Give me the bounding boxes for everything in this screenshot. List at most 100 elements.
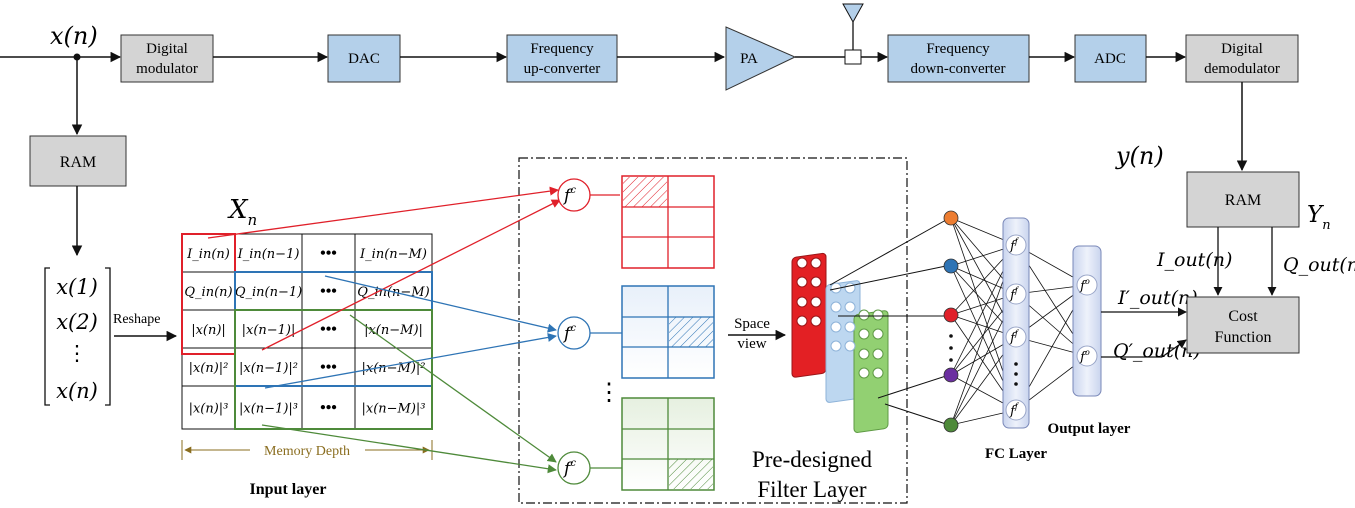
green-receptive-field — [234, 309, 433, 430]
block-dac: DAC — [327, 34, 401, 83]
feature-dot — [810, 257, 822, 269]
matrix-cell-text: |x(n−1)|³ — [239, 402, 298, 417]
feature-dot — [810, 296, 822, 308]
matrix-cell — [354, 347, 433, 387]
coupler — [844, 49, 862, 65]
cost-function-block: Cost Function — [1186, 296, 1300, 354]
matrix-cell-text: |x(n−M)|² — [361, 361, 425, 376]
fc-neuron-symbol: ff — [1009, 286, 1020, 303]
i-out-label: I_out(n) — [1156, 249, 1232, 271]
ellipsis-dot — [949, 346, 953, 350]
memory-depth: Memory Depth — [181, 440, 433, 460]
output-layer-label: Output layer — [1048, 421, 1131, 437]
ellipsis-dot — [1014, 372, 1018, 376]
svg-text:x(2): x(2) — [56, 310, 98, 334]
feature-dot — [872, 309, 884, 321]
matrix-cell-text: |x(n)|² — [189, 361, 229, 376]
fc-neuron-symbol: ff — [1009, 402, 1020, 419]
matrix-cell-text: ••• — [320, 321, 337, 338]
i-out-prime-label: I′_out(n) — [1117, 287, 1198, 309]
feature-dot — [830, 321, 842, 333]
feature-dot — [844, 282, 856, 294]
matrix-cell — [234, 347, 303, 387]
fc-neuron — [1005, 234, 1027, 256]
filter-layer: fc fc ⋮ fc — [207, 157, 908, 504]
svg-text:down-converter: down-converter — [911, 61, 1006, 77]
filter-symbol: fc — [562, 185, 576, 206]
fc-neuron-symbol: ff — [1009, 237, 1020, 254]
fc-neuron-symbol: ff — [1009, 329, 1020, 346]
feature-dot — [872, 367, 884, 379]
filter-red: fc — [557, 175, 715, 269]
signal-chain: x(n) Digital modulator DAC Frequency up-… — [0, 3, 1299, 91]
matrix-cell-text: |x(n−1)| — [242, 323, 296, 338]
matrix-cell-text: Q_in(n) — [184, 285, 232, 300]
input-neuron — [943, 367, 959, 383]
filter-blue: fc — [557, 285, 715, 379]
svg-text:RAM: RAM — [60, 154, 96, 171]
feature-dot — [858, 309, 870, 321]
matrix-cell-text: |x(n)| — [191, 323, 226, 338]
filter-layer-frame — [518, 157, 908, 504]
matrix-cell-text: ••• — [320, 400, 337, 417]
ellipsis-dot — [949, 358, 953, 362]
nn-edge — [884, 403, 947, 425]
reshape-label: Reshape — [113, 312, 160, 327]
matrix-cell-text: ••• — [320, 245, 337, 262]
matrix-cell-text: Q_in(n−1) — [235, 285, 302, 300]
output-neuron — [1076, 345, 1098, 367]
block-pa: PA — [725, 26, 797, 91]
Y-symbol: Yn — [1307, 202, 1331, 233]
ellipsis-dot — [949, 334, 953, 338]
filter-green: fc — [557, 397, 715, 491]
block-adc: ADC — [1074, 34, 1147, 83]
feature-dot — [844, 340, 856, 352]
input-neuron — [943, 210, 959, 226]
matrix-cell-text: I_in(n) — [186, 247, 230, 262]
svg-text:Cost: Cost — [1228, 308, 1258, 325]
fc-neuron — [1005, 399, 1027, 421]
matrix-cell-text: ••• — [320, 359, 337, 376]
matrix-cell-text: |x(n−1)|² — [239, 361, 298, 376]
ram-right: RAM — [1186, 171, 1300, 228]
feature-dot — [872, 328, 884, 340]
feature-dot — [844, 321, 856, 333]
matrix-cell — [181, 271, 236, 311]
matrix-cell-text: |x(n)|³ — [189, 402, 229, 417]
svg-text:Frequency: Frequency — [926, 41, 990, 57]
input-neuron — [943, 258, 959, 274]
feature-dot — [844, 301, 856, 313]
q-out-label: Q_out(n) — [1283, 254, 1355, 276]
output-neuron-symbol: fo — [1079, 348, 1090, 365]
matrix-cell — [234, 271, 303, 311]
q-out-prime-label: Q′_out(n) — [1113, 340, 1201, 362]
input-layer-label: Input layer — [250, 481, 327, 498]
matrix-cell-text: |x(n−M)|³ — [361, 402, 425, 417]
fc-layer-label: FC Layer — [985, 446, 1047, 462]
matrix-cell-text: I_in(n−1) — [237, 247, 300, 262]
svg-text:ADC: ADC — [1094, 51, 1126, 67]
ram-left: RAM — [29, 135, 127, 187]
ellipsis-dot — [1014, 362, 1018, 366]
matrix-cell — [181, 309, 236, 349]
svg-text:DAC: DAC — [348, 51, 380, 67]
output-layer-bar — [1072, 245, 1102, 397]
svg-text:Function: Function — [1215, 329, 1272, 346]
svg-text:x(1): x(1) — [56, 275, 98, 299]
feature-dot — [796, 276, 808, 288]
feature-maps — [791, 252, 889, 433]
y-signal-label: y(n) — [1115, 142, 1164, 170]
matrix-cell-text: |x(n−M)| — [364, 323, 423, 338]
svg-text:demodulator: demodulator — [1204, 61, 1280, 77]
svg-text:up-converter: up-converter — [524, 61, 601, 77]
space-view-label-1: Space — [734, 316, 770, 332]
feature-dot — [810, 315, 822, 327]
feature-dot — [858, 328, 870, 340]
block-digital-modulator: Digital modulator — [120, 34, 214, 83]
matrix-symbol: Xn — [227, 195, 257, 229]
filter-ellipsis: ⋮ — [597, 380, 621, 406]
feature-dot — [796, 257, 808, 269]
matrix-cell — [234, 385, 303, 430]
block-up-converter: Frequency up-converter — [506, 34, 618, 83]
